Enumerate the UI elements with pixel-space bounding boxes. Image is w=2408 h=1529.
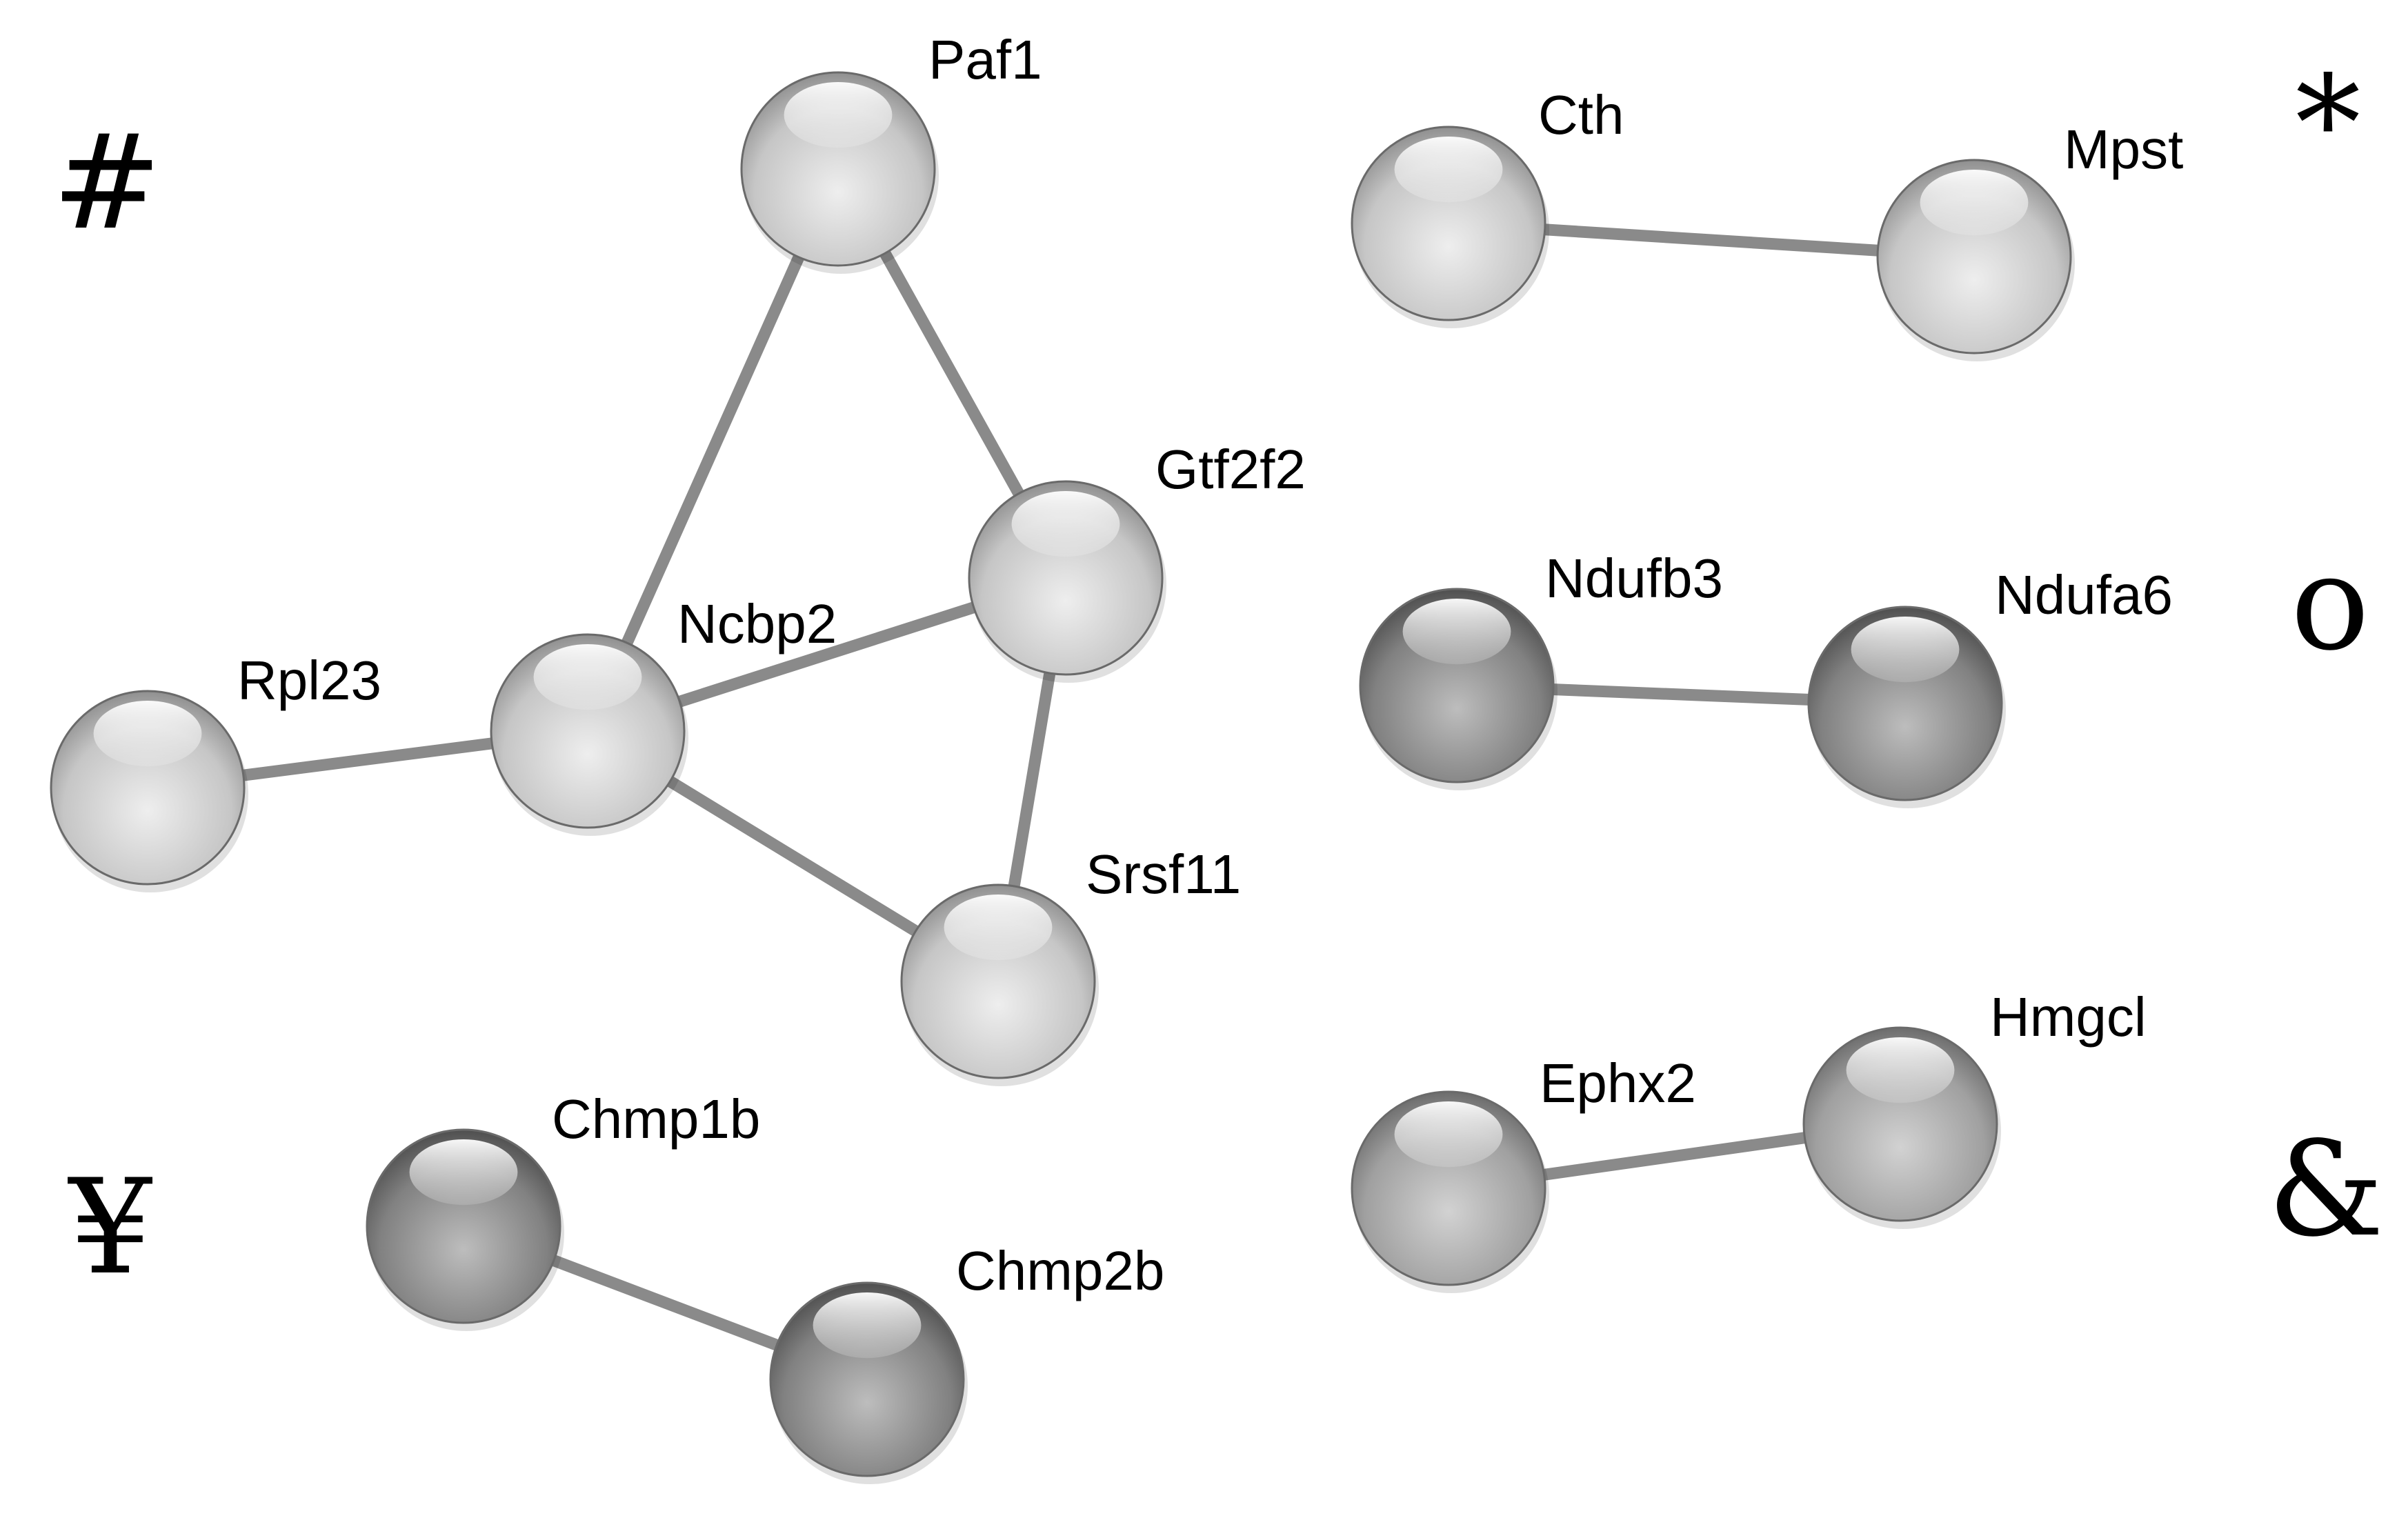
node-highlight (409, 1139, 518, 1206)
node-highlight (533, 644, 642, 710)
node-mpst[interactable] (1876, 159, 2075, 361)
node-highlight (1851, 617, 1960, 683)
node-highlight (944, 895, 1053, 961)
labels-layer: Paf1 Gtf2f2 Ncbp2 Rpl23 Srsf11 Cth Mpst … (237, 29, 2183, 1301)
node-highlight (1394, 137, 1503, 203)
edge-paf1-ncbp2 (581, 163, 844, 737)
node-label-mpst: Mpst (2064, 119, 2183, 180)
node-label-paf1: Paf1 (928, 29, 1042, 90)
node-highlight (813, 1292, 922, 1359)
node-label-chmp2b: Chmp2b (956, 1240, 1164, 1301)
node-label-ncbp2: Ncbp2 (677, 593, 837, 654)
node-gtf2f2[interactable] (968, 480, 1166, 683)
node-highlight (1846, 1037, 1955, 1103)
node-label-cth: Cth (1538, 84, 1624, 146)
node-srsf11[interactable] (900, 883, 1099, 1086)
group-markers: # * o ¥ & (52, 48, 2384, 1303)
node-paf1[interactable] (740, 71, 939, 274)
node-cth[interactable] (1351, 126, 1549, 328)
node-hmgcl[interactable] (1802, 1026, 2001, 1229)
node-label-rpl23: Rpl23 (237, 650, 381, 711)
node-highlight (1920, 170, 2029, 236)
node-label-ndufa6: Ndufa6 (1995, 564, 2173, 626)
node-label-chmp1b: Chmp1b (552, 1088, 760, 1150)
node-ephx2[interactable] (1351, 1090, 1549, 1293)
circle-marker: o (2291, 527, 2369, 679)
node-label-ndufb3: Ndufb3 (1545, 548, 1723, 609)
node-chmp2b[interactable] (769, 1281, 968, 1484)
asterisk-marker: * (2296, 48, 2361, 200)
node-highlight (1394, 1101, 1503, 1168)
node-ndufb3[interactable] (1359, 588, 1558, 790)
node-ndufa6[interactable] (1807, 606, 2006, 808)
nodes-layer (50, 71, 2075, 1484)
node-highlight (93, 701, 202, 767)
node-highlight (1011, 491, 1120, 557)
node-rpl23[interactable] (50, 690, 248, 892)
node-label-gtf2f2: Gtf2f2 (1155, 439, 1306, 500)
node-label-hmgcl: Hmgcl (1990, 986, 2147, 1048)
node-highlight (1402, 599, 1511, 665)
node-chmp1b[interactable] (366, 1128, 564, 1331)
node-label-srsf11: Srsf11 (1086, 843, 1241, 905)
yen-marker: ¥ (68, 1151, 153, 1303)
ampersand-marker: & (2267, 1113, 2384, 1266)
node-ncbp2[interactable] (490, 633, 688, 836)
hash-marker: # (52, 106, 161, 259)
node-label-ephx2: Ephx2 (1540, 1052, 1696, 1114)
node-highlight (784, 82, 893, 148)
